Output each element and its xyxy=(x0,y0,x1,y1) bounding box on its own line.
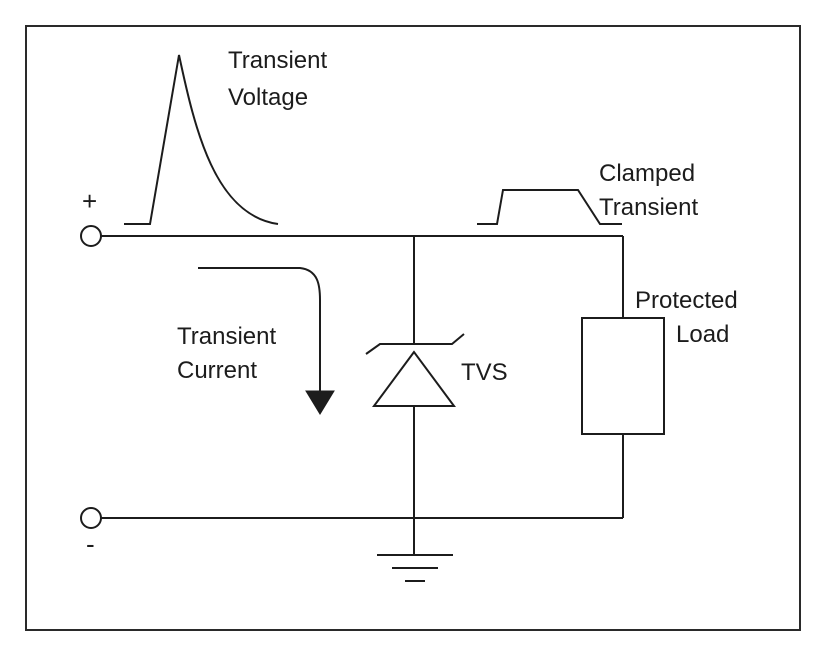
negative-terminal xyxy=(80,507,102,529)
transient-voltage-label-line2: Voltage xyxy=(228,84,309,111)
minus-terminal-label: - xyxy=(86,529,95,559)
clamped-transient-label-line1: Clamped xyxy=(599,160,696,187)
plus-terminal-label: + xyxy=(82,186,98,216)
transient-current-label-line2: Current xyxy=(177,357,258,384)
protected-load-label-line2: Load xyxy=(676,321,730,348)
transient-voltage-waveform xyxy=(124,54,279,225)
transient-voltage-label-line1: Transient xyxy=(228,47,328,74)
protected-load-label-line1: Protected xyxy=(635,287,738,314)
positive-terminal xyxy=(80,225,102,247)
protected-load-resistor xyxy=(581,317,665,435)
tvs-cathode-bar xyxy=(365,333,465,355)
tvs-label: TVS xyxy=(461,359,508,386)
tvs-diode-triangle xyxy=(372,350,456,407)
diagram-frame xyxy=(25,25,801,631)
clamped-transient-waveform xyxy=(477,189,622,225)
transient-current-arrow-path xyxy=(198,267,321,392)
transient-current-label-line1: Transient xyxy=(177,323,277,350)
clamped-transient-label-line2: Transient xyxy=(599,194,699,221)
transient-current-arrowhead xyxy=(305,390,335,415)
